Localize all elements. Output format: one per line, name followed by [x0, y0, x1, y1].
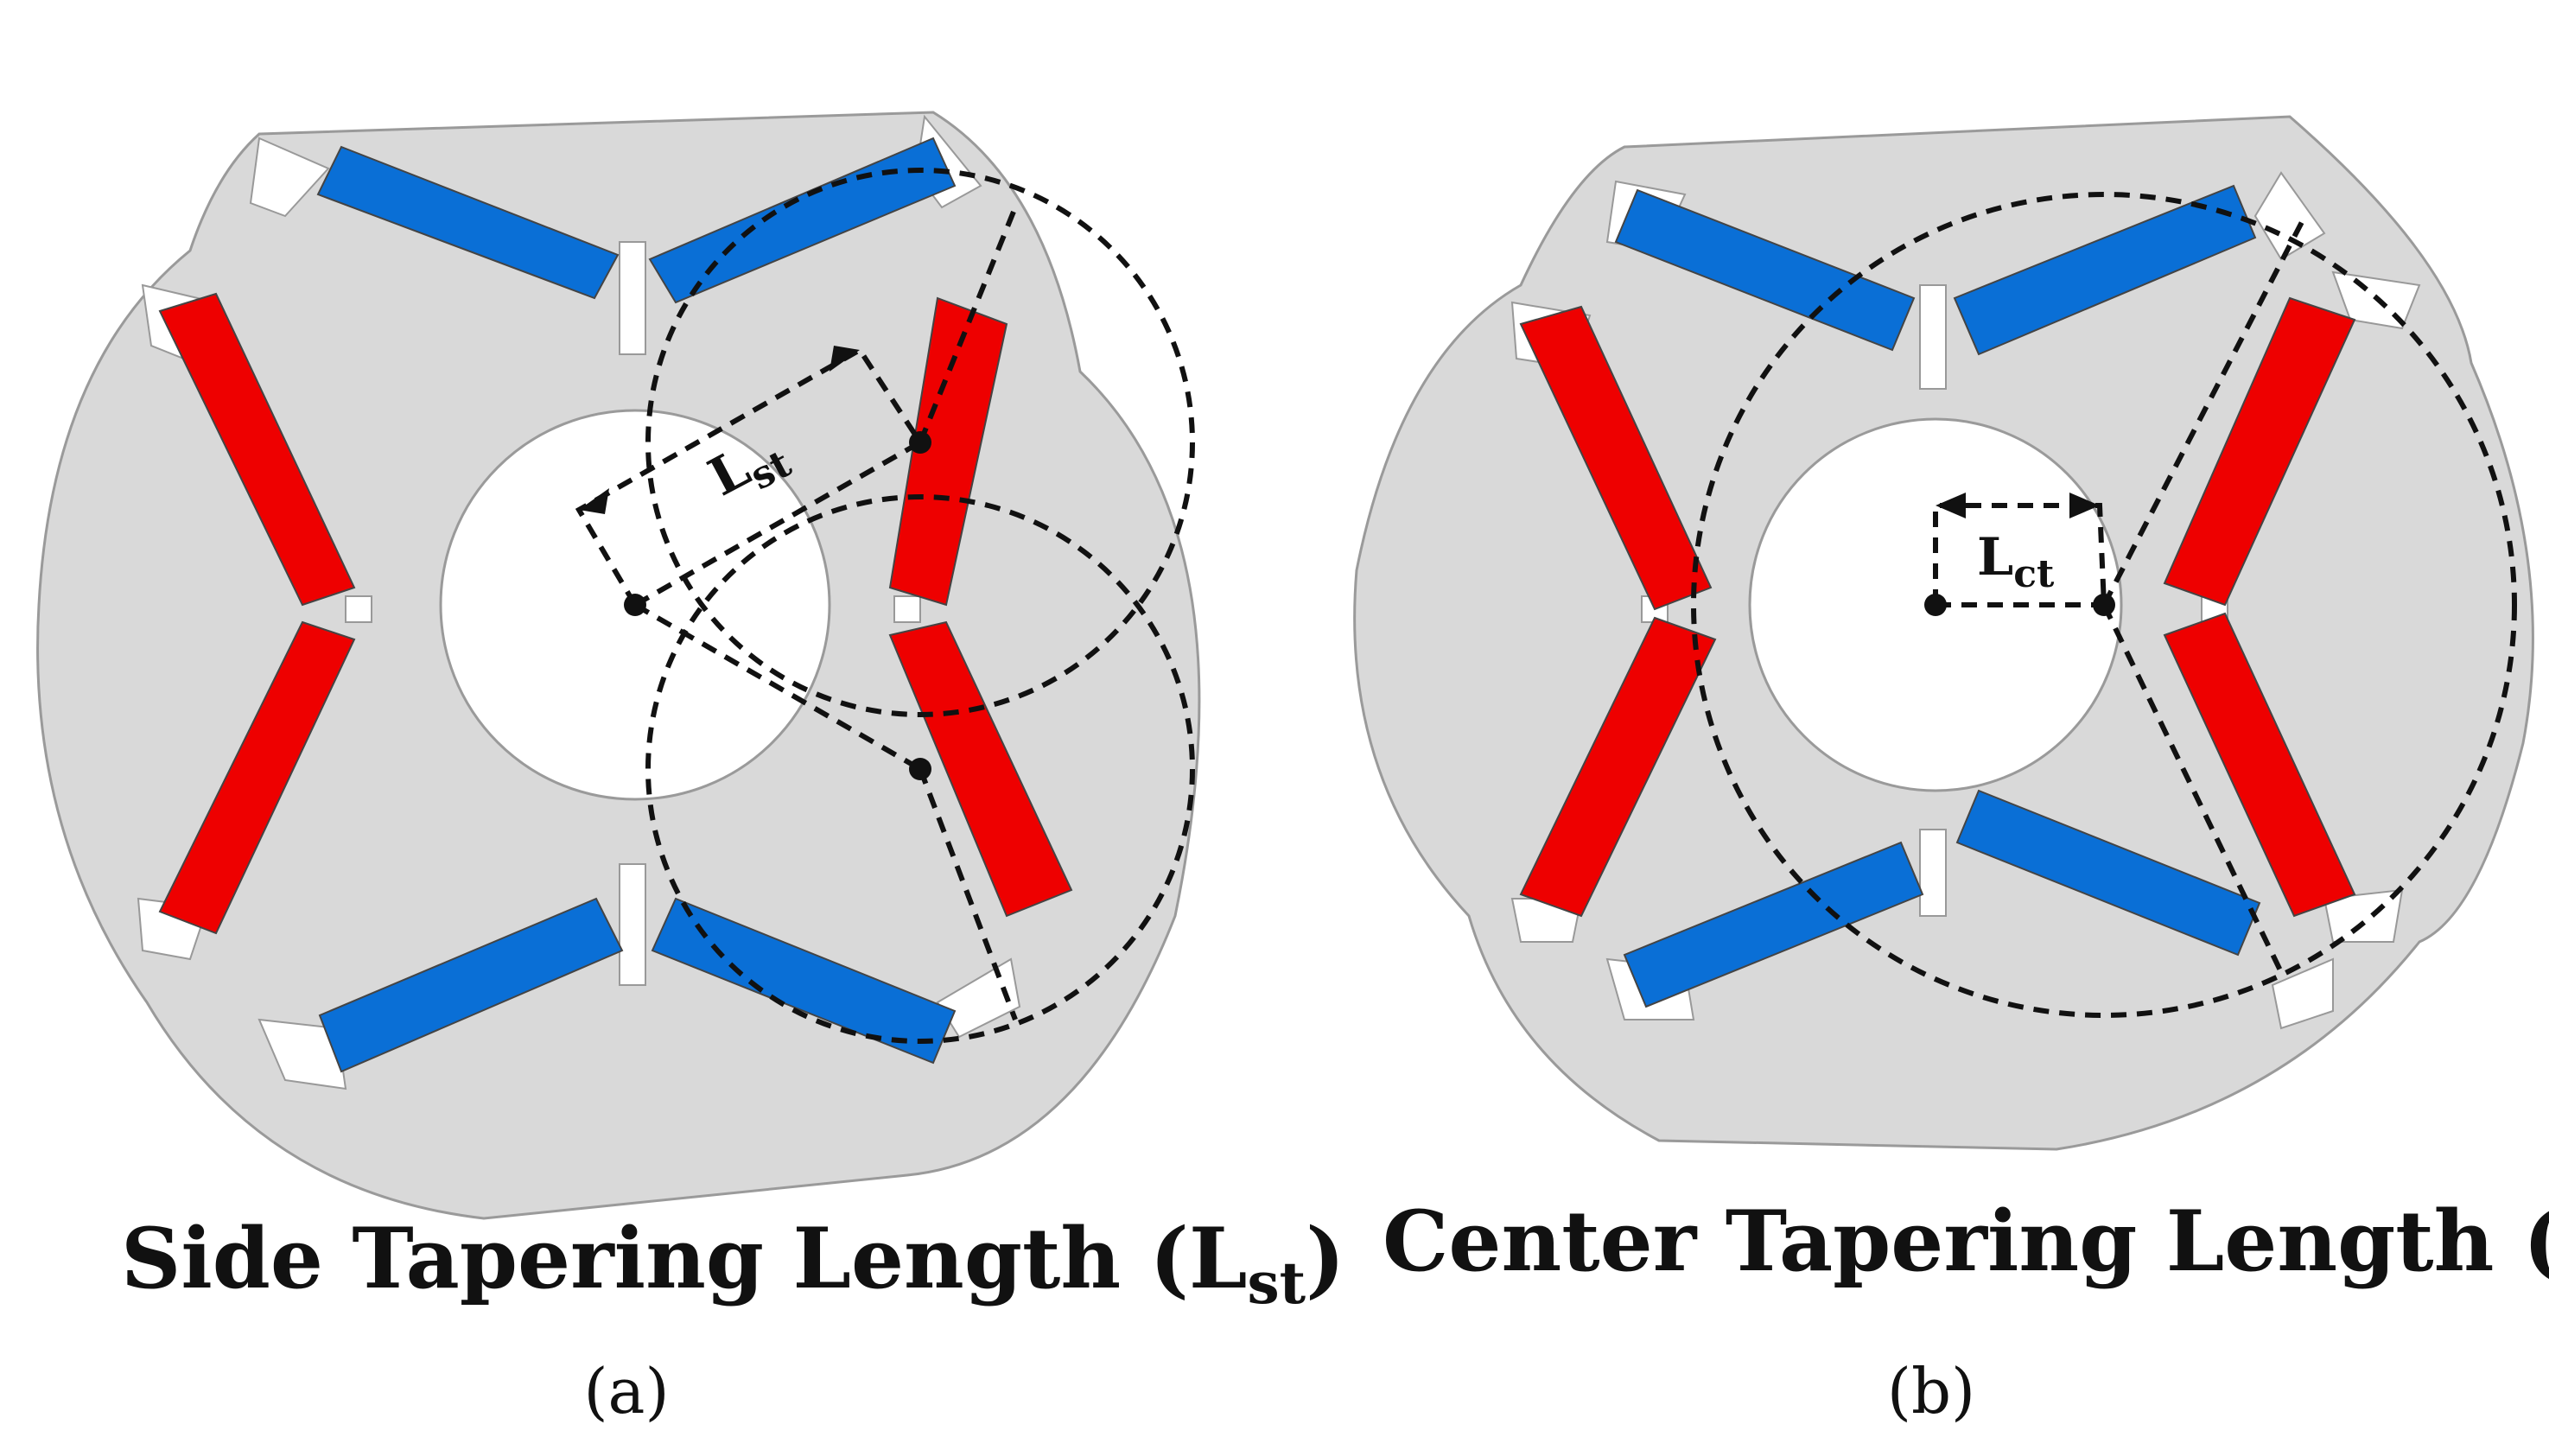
magnet-blue — [1953, 184, 2257, 356]
center-dot — [1924, 594, 1947, 616]
circle-center-dot — [909, 431, 931, 454]
magnet-blue — [1623, 841, 1924, 1008]
magnet-blue — [648, 137, 957, 304]
panel-label-b: (b) — [1887, 1355, 1975, 1427]
magnet-blue — [1614, 188, 1916, 352]
panel-label-a: (a) — [583, 1355, 669, 1427]
magnet-red — [2163, 296, 2356, 607]
magnet-red — [158, 292, 356, 607]
circle-center-dot — [909, 758, 931, 780]
taper-circle — [645, 168, 1195, 717]
center-dot — [624, 594, 646, 616]
dimension-label-b: Lct — [1977, 527, 2055, 596]
taper-line — [633, 440, 922, 607]
caption-a: Side Tapering Length (Lst) — [121, 1210, 1345, 1317]
construction-b — [1691, 192, 2517, 1018]
dimension-arrows-b — [1936, 493, 2100, 518]
magnet-blue — [318, 897, 624, 1073]
taper-line — [918, 767, 1018, 1021]
taper-line — [633, 602, 922, 772]
magnets-a — [158, 137, 1073, 1073]
magnet-red — [888, 296, 1008, 607]
magnet-red — [1519, 616, 1717, 918]
magnet-red — [158, 620, 356, 935]
taper-line — [918, 206, 1018, 444]
magnet-red — [888, 620, 1073, 918]
dimension-arrows-a — [579, 346, 860, 514]
magnet-blue — [651, 897, 957, 1065]
rotor-a — [36, 111, 1201, 1220]
magnet-red — [1519, 305, 1713, 611]
rotor-b — [1353, 115, 2534, 1151]
magnet-red — [2163, 612, 2356, 918]
magnet-blue — [1955, 789, 2261, 957]
taper-circle — [645, 494, 1195, 1044]
caption-b: Center Tapering Length (Lct) — [1383, 1192, 2549, 1300]
taper-line — [2101, 219, 2305, 607]
circle-center-dot — [2093, 594, 2115, 616]
panel-b: Lct Center Tapering Length (Lct) (b) — [1353, 115, 2549, 1427]
construction-a — [575, 168, 1195, 1044]
magnet-blue — [316, 145, 620, 300]
dimension-bracket — [575, 346, 923, 607]
taper-circle — [1691, 192, 2517, 1018]
panel-a: Lst Side Tapering Length (Lst) (a) — [36, 111, 1345, 1427]
dimension-bracket — [1933, 503, 2107, 606]
magnets-b — [1519, 184, 2356, 1008]
taper-line — [2101, 603, 2284, 974]
